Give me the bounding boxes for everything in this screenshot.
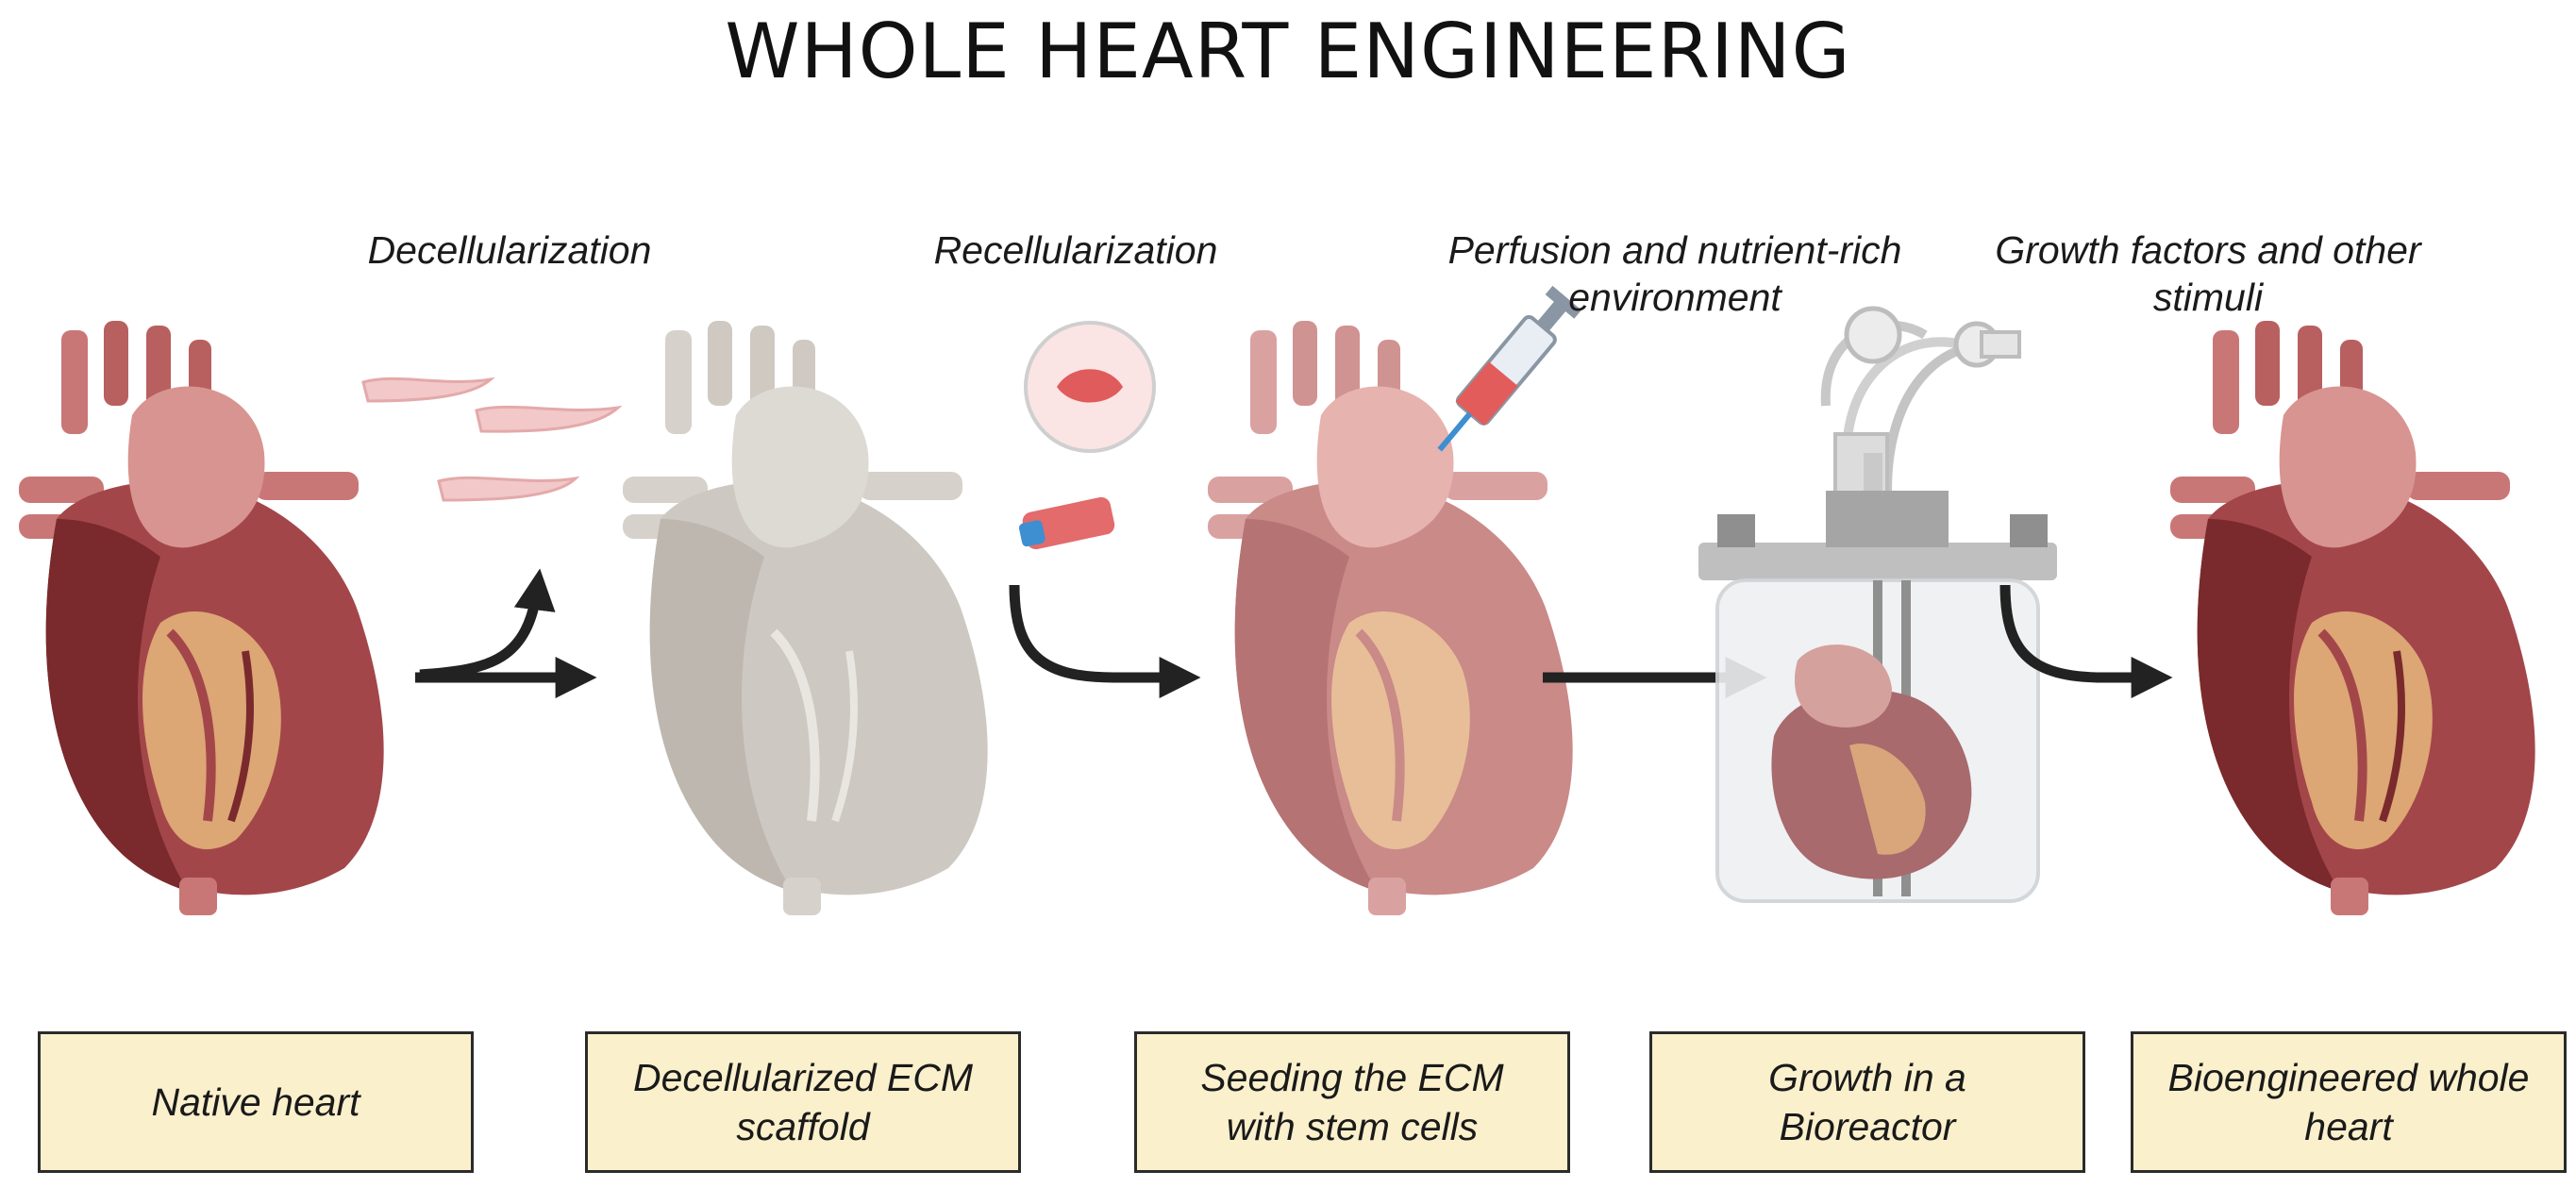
process-label-growth-factors: Growth factors and other stimuli: [1995, 228, 2421, 319]
stage-box-bioengineered-heart: Bioengineered whole heart: [2131, 1031, 2567, 1173]
bioreactor-icon: [1698, 306, 2057, 903]
flask-icon: [1018, 496, 1115, 550]
scaffold-heart-icon: [623, 321, 988, 915]
stage-label: Seeding the ECM with stem cells: [1200, 1056, 1504, 1148]
arrow-icon: [1999, 584, 2173, 698]
stage-box-seeding: Seeding the ECM with stem cells: [1134, 1031, 1570, 1173]
arrow-icon: [415, 568, 597, 698]
page-title: WHOLE HEART ENGINEERING: [725, 8, 1851, 95]
syringe-icon: [1437, 285, 1582, 452]
cell-icon: [361, 376, 623, 502]
seeded-heart-icon: [1208, 321, 1573, 915]
stage-box-decellularized-scaffold: Decellularized ECM scaffold: [585, 1031, 1021, 1173]
process-label-decellularization: Decellularization: [367, 228, 652, 272]
native-heart-icon: [19, 321, 384, 915]
arrow-icon: [1009, 584, 1201, 698]
stage-label: Decellularized ECM scaffold: [632, 1056, 973, 1148]
stage-box-native-heart: Native heart: [38, 1031, 474, 1173]
stage-label: Native heart: [151, 1080, 360, 1124]
bioengineered-heart-icon: [2170, 321, 2535, 915]
process-label-perfusion: Perfusion and nutrient-rich environment: [1447, 228, 1902, 319]
stage-label: Growth in a Bioreactor: [1768, 1056, 1966, 1148]
stage-box-bioreactor: Growth in a Bioreactor: [1649, 1031, 2085, 1173]
process-label-recellularization: Recellularization: [933, 228, 1218, 272]
stage-label: Bioengineered whole heart: [2167, 1056, 2530, 1148]
stem-cell-icon: [1024, 321, 1156, 453]
